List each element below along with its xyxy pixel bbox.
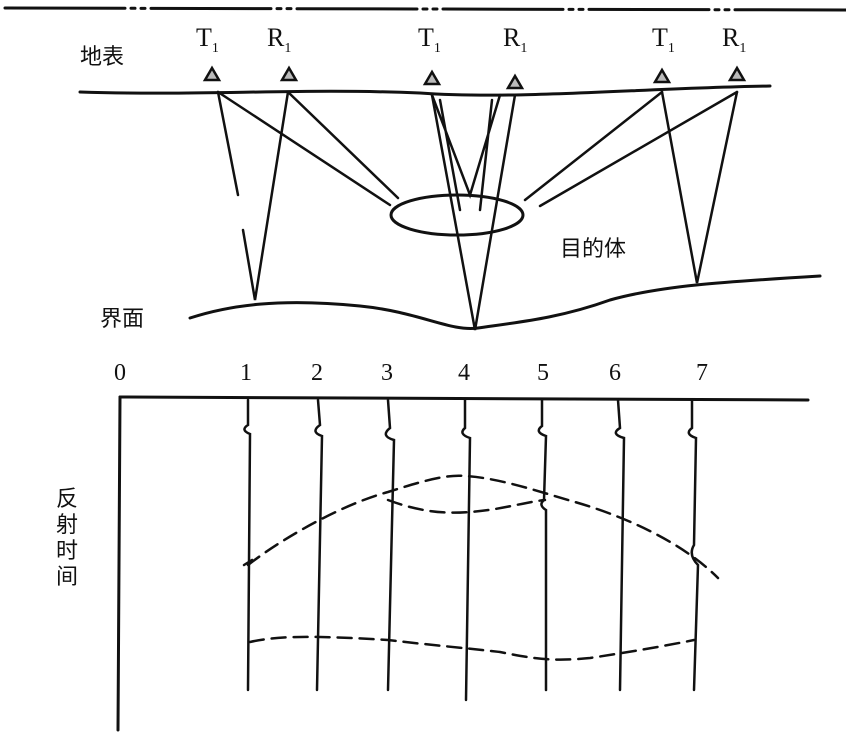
svg-text:时: 时: [56, 539, 78, 564]
svg-text:R1: R1: [503, 23, 527, 56]
svg-text:3: 3: [381, 360, 393, 386]
surface-label: 地表: [80, 45, 124, 70]
svg-text:T1: T1: [418, 23, 441, 56]
triangle-icon: [727, 65, 747, 82]
time-axis: [116, 395, 122, 732]
svg-text:5: 5: [537, 360, 549, 386]
antenna-triangles: [202, 65, 747, 90]
interface-label: 界面: [100, 307, 144, 332]
svg-text:4: 4: [458, 360, 470, 386]
target-reflection-hyperbola: [246, 474, 720, 580]
triangle-icon: [202, 65, 222, 82]
svg-text:射: 射: [56, 513, 78, 538]
trace-5: [537, 398, 548, 692]
triangle-icon: [279, 65, 299, 82]
trace-1: [242, 398, 254, 692]
triangle-icon: [422, 69, 442, 86]
target-label: 目的体: [560, 237, 626, 262]
trace-2: [314, 398, 324, 692]
svg-text:反: 反: [56, 487, 78, 512]
svg-text:2: 2: [311, 360, 323, 386]
triangle-icon: [652, 67, 672, 84]
trace-7: [687, 398, 700, 692]
ground-surface-line: [78, 84, 772, 97]
ray-paths: [216, 90, 739, 331]
antenna-pair-2: T1 R1: [418, 23, 527, 56]
svg-text:T1: T1: [196, 23, 219, 56]
svg-text:0: 0: [114, 360, 126, 386]
interface-line: [188, 274, 822, 331]
svg-text:7: 7: [696, 360, 708, 386]
svg-text:6: 6: [609, 360, 621, 386]
trace-numbers: 0 1 2 3 4 5 6 7: [114, 360, 708, 386]
svg-text:R1: R1: [267, 23, 291, 56]
svg-text:R1: R1: [722, 23, 746, 56]
trace-6: [614, 398, 626, 692]
antenna-pair-1: T1 R1: [196, 23, 291, 56]
distance-axis: [118, 395, 810, 402]
svg-text:1: 1: [240, 360, 252, 386]
interface-reflection: [248, 635, 696, 661]
svg-text:T1: T1: [652, 23, 675, 56]
target-reflection-inner: [386, 498, 547, 514]
radar-traces: [242, 398, 700, 702]
reflection-curves: [246, 474, 720, 661]
top-dashed-line: [3, 6, 846, 12]
triangle-icon: [505, 73, 525, 90]
trace-4: [461, 398, 472, 702]
time-axis-label: 反 射 时 间: [56, 487, 78, 590]
svg-text:间: 间: [56, 565, 78, 590]
antenna-pair-3: T1 R1: [652, 23, 746, 56]
trace-3: [384, 398, 396, 692]
